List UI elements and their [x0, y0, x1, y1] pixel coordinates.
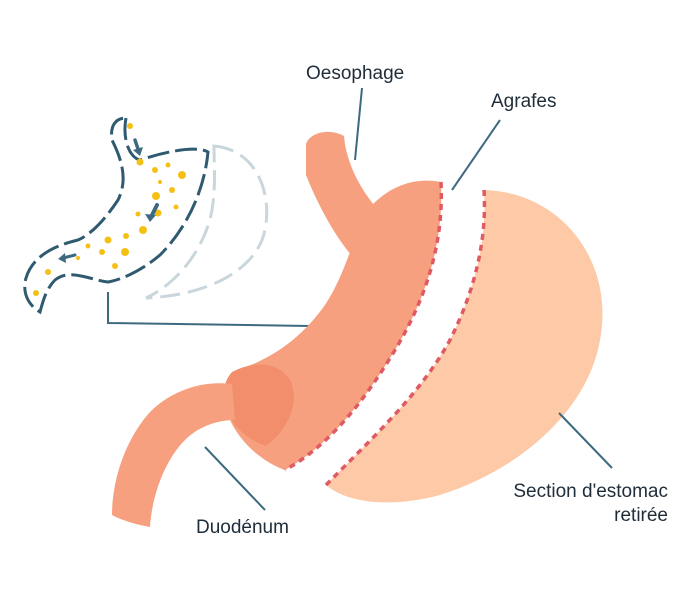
down-arrow-icon [133, 138, 143, 156]
inset-connector-line [107, 292, 311, 327]
remaining-sleeve-stomach [112, 131, 444, 527]
oesophage-leader-line [354, 87, 363, 161]
inset-food-dots [33, 123, 186, 296]
removed-section-label: Section d'estomac retirée [478, 480, 668, 528]
duodenum [112, 383, 235, 527]
pylorus [223, 364, 294, 446]
inset-original-stomach [23, 116, 269, 315]
left-arrow-icon [58, 253, 77, 263]
section-leader-line [558, 412, 613, 469]
sleeve-staple-line [284, 181, 444, 472]
removed-section-label-line1: Section d'estomac [513, 481, 668, 502]
oesophage-label: Oesophage [306, 63, 405, 84]
duodenum-leader-line [204, 446, 266, 511]
duodenum-label: Duodénum [196, 517, 289, 538]
agrafes-label: Agrafes [491, 91, 557, 112]
removed-stomach-section [326, 190, 603, 503]
removed-section-staple-line [324, 189, 487, 487]
inset-removed-outline [145, 144, 269, 300]
down-arrow-icon [145, 203, 159, 222]
agrafes-leader-line [451, 119, 501, 191]
removed-section-label-line2: retirée [614, 505, 668, 526]
inset-stomach-outline [23, 116, 210, 315]
